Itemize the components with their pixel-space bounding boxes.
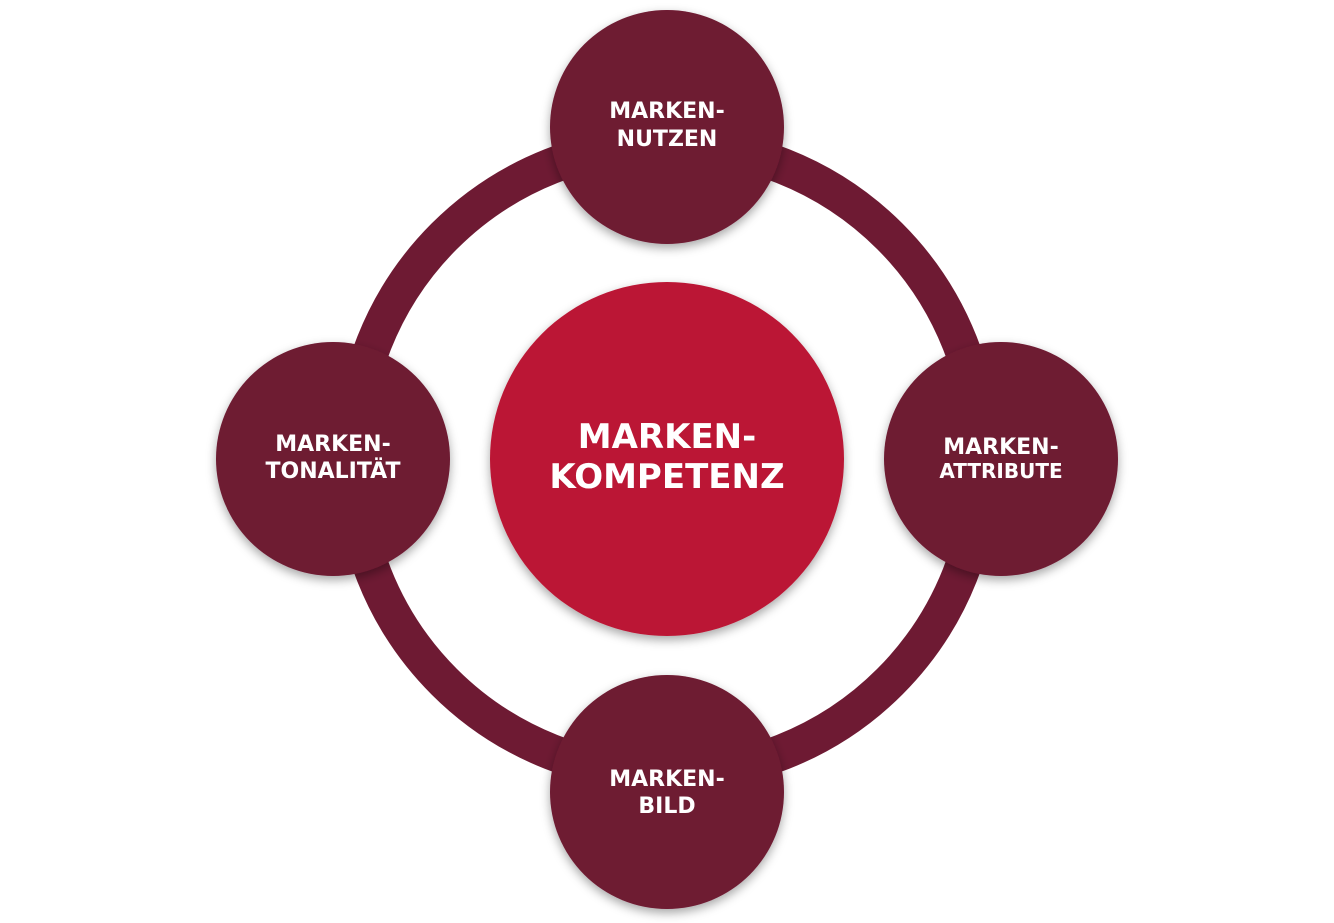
node-label-left-line1: MARKEN- <box>275 432 390 457</box>
node-marken-bild: MARKEN- BILD <box>550 675 784 909</box>
node-label-left-line2: TONALITÄT <box>266 458 401 484</box>
node-label-bottom-line2: BILD <box>638 794 695 819</box>
center-label-line2: KOMPETENZ <box>549 457 784 497</box>
node-label-right-line1: MARKEN- <box>943 435 1058 460</box>
node-label-top-line2: NUTZEN <box>617 127 718 152</box>
center-node: MARKEN- KOMPETENZ <box>490 282 844 636</box>
node-circle-left <box>216 342 450 576</box>
node-circle-bottom <box>550 675 784 909</box>
node-circle-right <box>884 342 1118 576</box>
node-marken-tonalitaet: MARKEN- TONALITÄT <box>216 342 450 576</box>
center-label-line1: MARKEN- <box>578 417 756 457</box>
center-circle <box>490 282 844 636</box>
node-circle-top <box>550 10 784 244</box>
node-marken-attribute: MARKEN- ATTRIBUTE <box>884 342 1118 576</box>
node-label-bottom-line1: MARKEN- <box>609 767 724 792</box>
node-label-top-line1: MARKEN- <box>609 99 724 124</box>
node-marken-nutzen: MARKEN- NUTZEN <box>550 10 784 244</box>
node-label-right-line2: ATTRIBUTE <box>939 459 1062 483</box>
